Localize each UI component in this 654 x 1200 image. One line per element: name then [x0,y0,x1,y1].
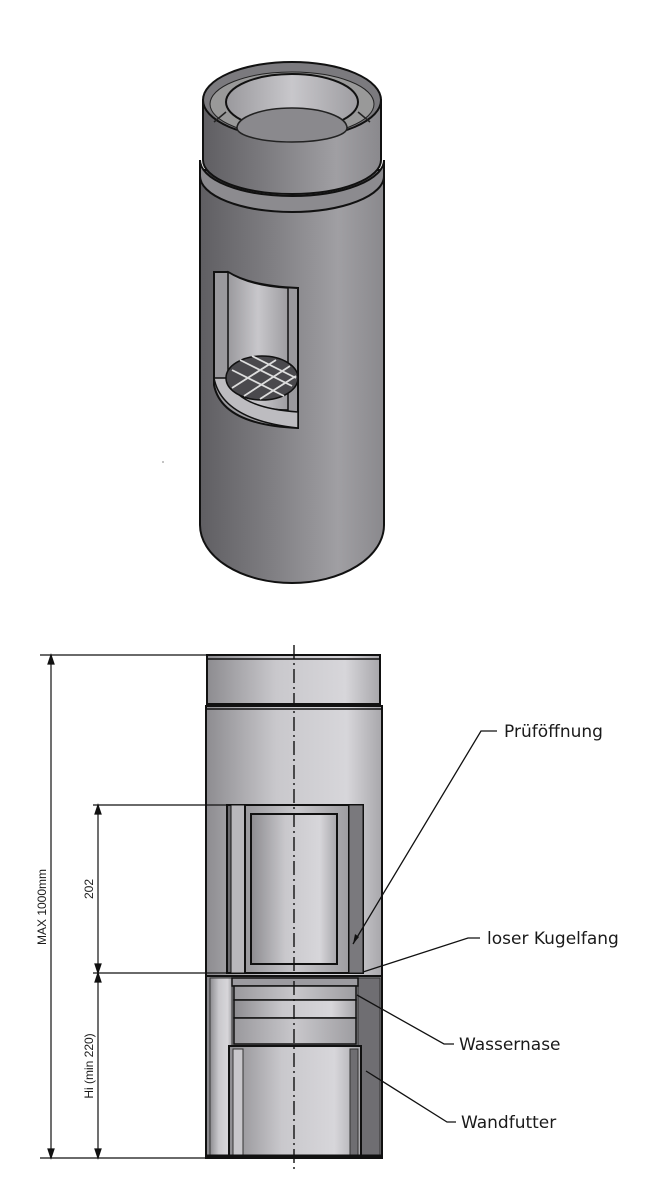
elevation-view: MAX 1000mm 202 Hi (min 220) Prüföffnung … [35,645,619,1172]
inner-tube-hole [236,107,348,143]
ball-catcher-grid [225,355,299,401]
leader-arrow [353,934,359,944]
inner-strut-right [357,111,371,123]
inner-strut-left [213,111,227,123]
dimension-lines [40,653,227,1160]
inspection-opening-3d [213,270,299,430]
dim-total-label: MAX 1000mm [35,869,49,945]
isometric-view [162,61,385,584]
label-pruefoeffnung: Prüföffnung [504,722,603,742]
dim-height-lower-label: Hi (min 220) [82,1033,96,1098]
wandfutter-tube [228,1045,362,1157]
leader-lines [352,730,497,1123]
label-wandfutter: Wandfutter [461,1113,556,1133]
dim-opening-label: 202 [82,879,96,899]
elevation-inspection-opening [226,804,364,974]
wassernase-ring [233,985,357,1001]
collar-ring [199,159,385,213]
label-wassernase: Wassernase [459,1035,561,1055]
label-kugelfang: loser Kugelfang [487,929,619,949]
